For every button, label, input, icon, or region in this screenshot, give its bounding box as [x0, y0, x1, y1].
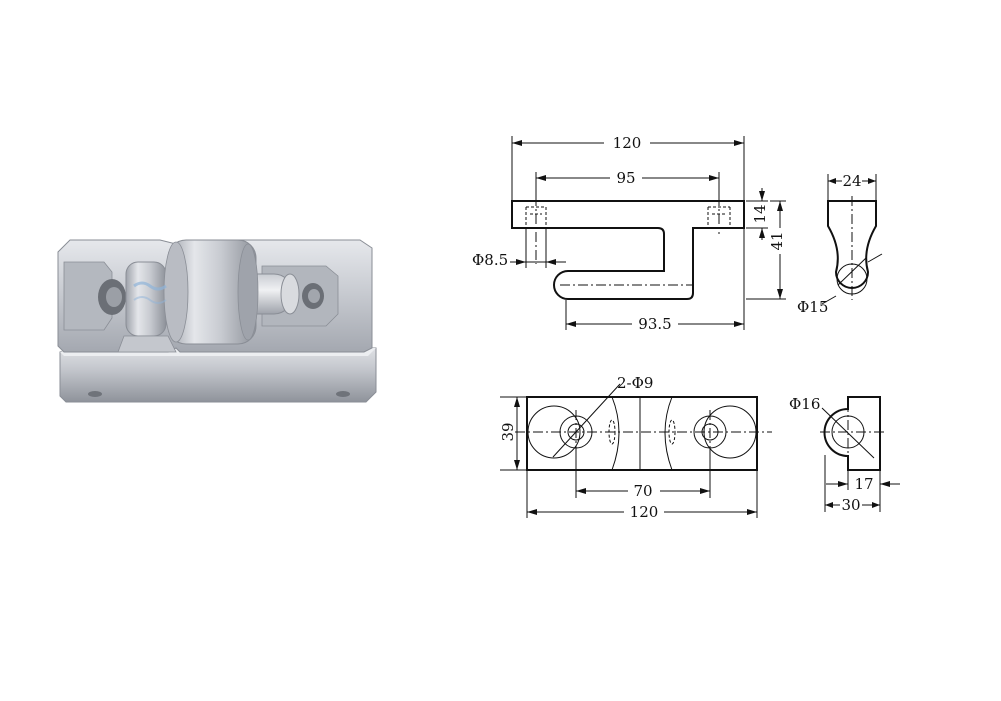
hinge-3d-render	[57, 239, 377, 403]
dim-front-hole-spacing: 95	[616, 169, 635, 187]
end-view-outline	[823, 396, 881, 471]
dim-side-ball-diameter: Φ15	[797, 298, 828, 316]
side-view: 24 Φ15	[797, 172, 883, 316]
dim-front-top-thickness: 14	[751, 204, 769, 223]
dim-end-width: 30	[841, 496, 860, 514]
dim-bottom-holes: 2-Φ9	[617, 374, 653, 392]
dim-end-offset: 17	[854, 475, 873, 493]
side-view-outline	[827, 200, 877, 289]
front-view: 120 95 14 41 Φ8.5	[472, 134, 786, 333]
dim-bottom-overall-length: 120	[630, 503, 659, 521]
plate-hole-left	[88, 391, 102, 397]
end-view: Φ16 17 30	[789, 395, 900, 514]
dim-front-hole-diameter: Φ8.5	[472, 251, 508, 269]
dim-front-overall-height: 41	[768, 231, 786, 250]
front-view-outline	[511, 200, 745, 300]
dim-side-width: 24	[842, 172, 861, 190]
bottom-view: 2-Φ9 39 70 120	[499, 374, 772, 521]
dim-end-bore-diameter: Φ16	[789, 395, 820, 413]
dim-front-lower-arm-length: 93.5	[638, 315, 671, 333]
dim-front-overall-length: 120	[613, 134, 642, 152]
bottom-view-outline	[526, 396, 758, 471]
dim-bottom-hole-spacing: 70	[633, 482, 652, 500]
plate-hole-right	[336, 391, 350, 397]
dim-bottom-width: 39	[499, 422, 517, 441]
